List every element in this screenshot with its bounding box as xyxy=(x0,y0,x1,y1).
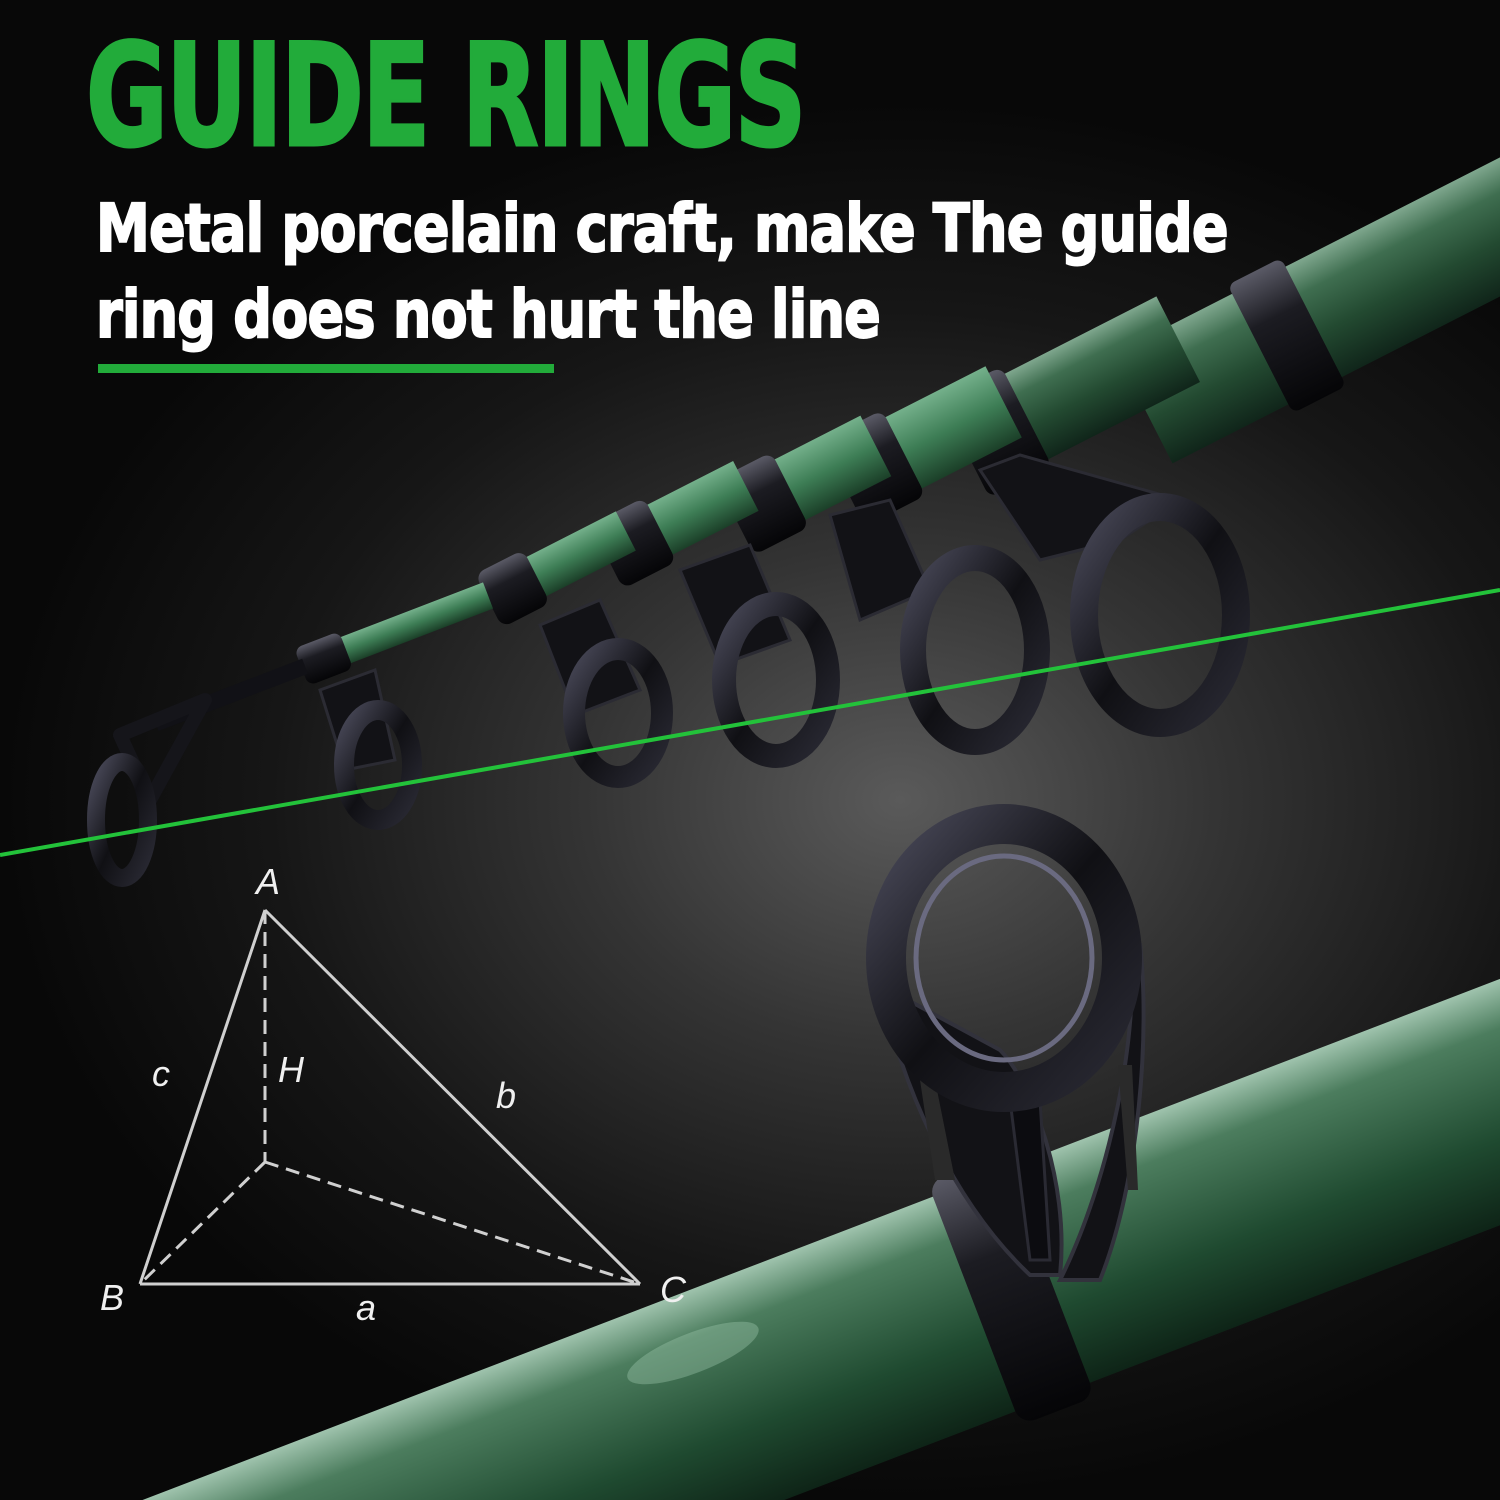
hidden-edge-left xyxy=(138,1160,267,1286)
edge-label-c: c xyxy=(152,1053,170,1094)
telescopic-rod xyxy=(152,116,1500,732)
vertex-label-a: A xyxy=(254,861,280,902)
height-label-h: H xyxy=(278,1049,305,1090)
guide-ring-2-icon xyxy=(538,598,673,788)
subtitle-line-2: ring does not hurt the line xyxy=(95,275,882,354)
page-subtitle: Metal porcelain craft, make The guide ri… xyxy=(95,186,1244,358)
vertex-label-c: C xyxy=(660,1269,687,1310)
guide-ring-3-icon xyxy=(678,543,840,768)
fishing-line xyxy=(0,588,1500,857)
subtitle-line-1: Metal porcelain craft, make The guide xyxy=(95,189,1229,268)
guide-rings-on-rod xyxy=(87,453,1250,887)
edge-label-a: a xyxy=(356,1287,376,1328)
title-underline xyxy=(98,364,554,373)
lower-rod-section xyxy=(0,960,1500,1500)
edge-c xyxy=(138,909,267,1285)
guide-ring-5-icon xyxy=(977,453,1250,737)
pyramid-diagram xyxy=(138,908,642,1286)
closeup-guide-ring xyxy=(866,804,1146,1282)
guide-ring-4-icon xyxy=(828,498,1050,755)
edge-b xyxy=(263,908,642,1286)
vertex-label-b: B xyxy=(100,1277,124,1318)
tip-top-guide-icon xyxy=(87,693,212,887)
guide-ring-1-icon xyxy=(318,668,422,830)
page-title: GUIDE RINGS xyxy=(85,14,808,179)
edge-label-b: b xyxy=(496,1075,516,1116)
